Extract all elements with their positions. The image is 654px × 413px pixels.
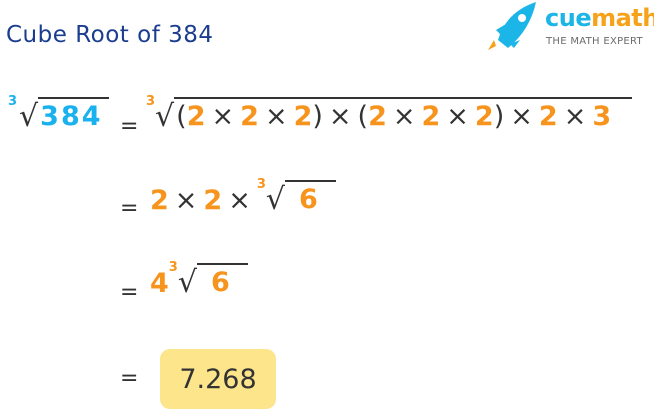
- lhs-radicand: 384: [38, 97, 109, 133]
- step1-expression: 3√ (2×2×2)×(2×2×2)×2×3: [146, 94, 633, 135]
- brand-tagline: THE MATH EXPERT: [546, 36, 643, 47]
- step1-radicand: (2×2×2)×(2×2×2)×2×3: [174, 97, 633, 133]
- step2-expression: 2×2× 3√6: [150, 177, 336, 218]
- radical-icon: √: [155, 99, 175, 135]
- step3-expression: 4 3√6: [150, 260, 248, 301]
- root-index: 3: [256, 177, 266, 192]
- radical-icon: √: [19, 99, 39, 135]
- equals-sign: =: [120, 366, 139, 391]
- root-index: 3: [8, 94, 20, 109]
- cuemath-rocket-logo: [488, 2, 536, 50]
- page-title: Cube Root of 384: [6, 22, 214, 48]
- root-index: 3: [146, 94, 156, 109]
- equals-sign: =: [120, 280, 139, 305]
- root-index: 3: [168, 260, 178, 275]
- radical-icon: √: [265, 182, 286, 218]
- lhs-expression: 3√384: [8, 94, 109, 135]
- equals-sign: =: [120, 114, 139, 139]
- radical-icon: √: [177, 265, 197, 301]
- step3-radicand: 6: [196, 263, 248, 299]
- step2-radicand: 6: [285, 180, 336, 216]
- brand-name: cuemath: [545, 4, 654, 32]
- answer-box: 7.268: [160, 349, 276, 409]
- equals-sign: =: [120, 196, 139, 221]
